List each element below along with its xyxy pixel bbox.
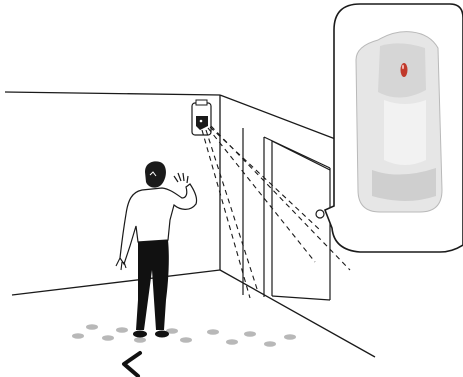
- waving-person-icon: [116, 161, 197, 337]
- door-knob: [316, 210, 324, 218]
- door: [243, 128, 330, 300]
- motion-detector-closeup-icon: [356, 32, 442, 212]
- chevron-left-icon: [124, 353, 140, 376]
- footprints: [72, 324, 296, 347]
- motion-detector-icon: [192, 100, 211, 135]
- room-outline: [5, 92, 375, 357]
